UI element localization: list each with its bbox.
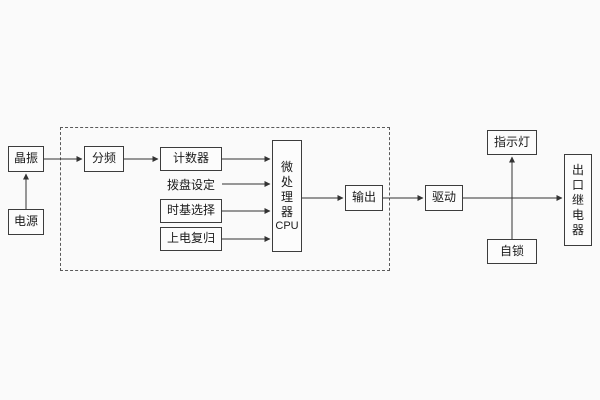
block-microprocessor-cpu: 微处理器 CPU [272, 140, 302, 252]
block-crystal-oscillator-label: 晶振 [13, 151, 38, 166]
block-self-lock-label: 自锁 [499, 243, 524, 258]
block-microprocessor-cpu-label-en: CPU [275, 219, 299, 232]
block-indicator-lamp-label: 指示灯 [493, 134, 530, 149]
block-counter-label: 计数器 [172, 151, 209, 166]
block-self-lock: 自锁 [487, 239, 537, 264]
block-outlet-relay-label: 出口继电器 [571, 162, 584, 237]
block-drive: 驱动 [425, 185, 463, 211]
block-crystal-oscillator: 晶振 [8, 146, 44, 172]
block-frequency-divider: 分频 [84, 146, 124, 172]
block-microprocessor-cpu-label-cn: 微处理器 [280, 159, 293, 219]
block-outlet-relay: 出口继电器 [564, 154, 592, 246]
label-dial-setting-text: 拨盘设定 [166, 177, 215, 192]
block-counter: 计数器 [160, 147, 222, 171]
dashed-enclosure [60, 127, 390, 271]
block-frequency-divider-label: 分频 [91, 151, 116, 166]
block-power-supply-label: 电源 [13, 214, 38, 229]
block-output-label: 输出 [351, 190, 376, 205]
block-power-on-reset-label: 上电复归 [166, 231, 215, 246]
block-power-on-reset: 上电复归 [160, 227, 222, 251]
block-indicator-lamp: 指示灯 [487, 130, 537, 155]
block-output: 输出 [345, 185, 383, 211]
block-power-supply: 电源 [8, 209, 44, 235]
block-timebase-select: 时基选择 [160, 199, 222, 223]
block-timebase-select-label: 时基选择 [166, 203, 215, 218]
label-dial-setting: 拨盘设定 [160, 174, 222, 194]
block-drive-label: 驱动 [431, 190, 456, 205]
